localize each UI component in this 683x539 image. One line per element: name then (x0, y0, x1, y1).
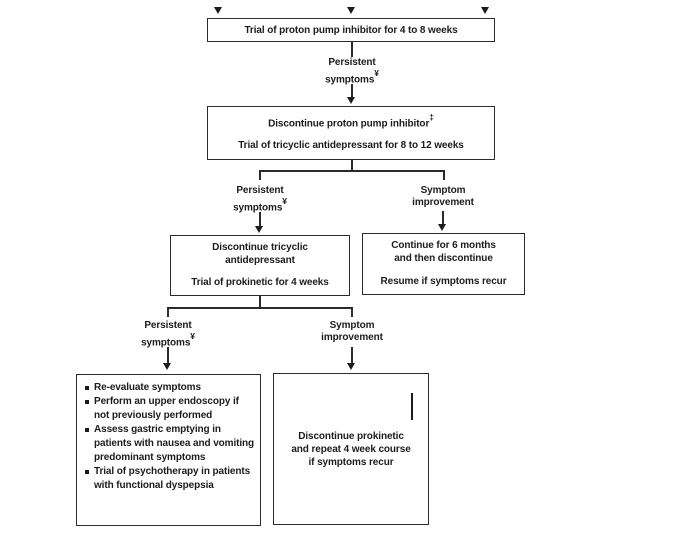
node-discontinue-ppi: Discontinue proton pump inhibitor‡ Trial… (207, 106, 495, 160)
edge-label-text: improvement (412, 197, 474, 208)
edge-label-text: Symptom (420, 185, 466, 196)
node-text: and then discontinue (394, 253, 493, 264)
footnote-marker: ¥ (374, 68, 379, 78)
entry-arrowhead-icon (481, 7, 489, 14)
connector-line (442, 211, 444, 224)
node-text: antidepressant (225, 255, 295, 266)
connector-line (259, 296, 261, 307)
edge-label-text: Persistent (328, 57, 376, 68)
node-text: Trial of tricyclic antidepressant for 8 … (238, 140, 464, 151)
bullet-item: Perform an upper endoscopy if not previo… (84, 395, 256, 423)
edge-label-persistent-3: Persistent symptoms¥ (118, 320, 218, 349)
edge-label-text: Symptom (329, 320, 375, 331)
node-reevaluate: Re-evaluate symptoms Perform an upper en… (76, 374, 261, 526)
node-discontinue-tca: Discontinue tricyclic antidepressant Tri… (170, 235, 350, 296)
footnote-marker: ¥ (190, 331, 195, 341)
connector-line (167, 307, 169, 317)
edge-label-persistent-1: Persistent symptoms¥ (302, 57, 402, 86)
connector-line (351, 347, 353, 363)
node-text: and repeat 4 week course (291, 443, 411, 455)
footnote-marker: ¥ (282, 196, 287, 206)
footnote-marker: ‡ (429, 112, 434, 122)
node-text: if symptoms recur (308, 456, 394, 468)
stray-cursor-mark (411, 393, 413, 420)
entry-arrowhead-icon (347, 7, 355, 14)
edge-label-text: symptoms (233, 202, 283, 214)
node-text: Resume if symptoms recur (380, 276, 507, 287)
down-arrowhead-icon (255, 226, 263, 233)
connector-line (443, 170, 445, 180)
node-text: Discontinue prokinetic (298, 430, 404, 442)
entry-arrowhead-icon (214, 7, 222, 14)
down-arrowhead-icon (438, 224, 446, 231)
node-line: Discontinue tricyclic antidepressant (172, 241, 348, 267)
connector-line (259, 212, 261, 226)
bullet-item: Trial of psychotherapy in patients with … (84, 465, 256, 493)
connector-line (167, 347, 169, 363)
edge-label-text: improvement (321, 332, 383, 343)
node-ppi-trial: Trial of proton pump inhibitor for 4 to … (207, 18, 495, 42)
connector-line (259, 170, 261, 180)
node-ppi-trial-text: Trial of proton pump inhibitor for 4 to … (244, 24, 458, 36)
node-discontinue-prokinetic: Discontinue prokinetic and repeat 4 week… (273, 373, 429, 525)
bullet-item: Re-evaluate symptoms (84, 381, 256, 395)
node-text: Continue for 6 months (391, 240, 496, 251)
node-line: Discontinue proton pump inhibitor‡ (210, 112, 492, 130)
connector-line (351, 307, 353, 317)
down-arrowhead-icon (347, 97, 355, 104)
node-text: Trial of prokinetic for 4 weeks (191, 277, 329, 288)
edge-label-text: symptoms (325, 74, 375, 86)
edge-label-text: symptoms (141, 337, 191, 349)
bullet-list: Re-evaluate symptoms Perform an upper en… (77, 375, 260, 493)
edge-label-text: Persistent (236, 185, 284, 196)
edge-label-persistent-2: Persistent symptoms¥ (210, 185, 310, 214)
node-line: Continue for 6 months and then discontin… (364, 239, 523, 265)
edge-label-text: Persistent (144, 320, 192, 331)
edge-label-improvement-1: Symptom improvement (393, 185, 493, 209)
down-arrowhead-icon (347, 363, 355, 370)
node-text: Discontinue tricyclic (212, 242, 308, 253)
bullet-item: Assess gastric emptying in patients with… (84, 423, 256, 465)
connector-line (351, 42, 353, 57)
down-arrowhead-icon (163, 363, 171, 370)
edge-label-improvement-2: Symptom improvement (302, 320, 402, 344)
branch-rail (259, 170, 445, 172)
connector-line (351, 84, 353, 98)
connector-line (351, 160, 353, 170)
node-text: Discontinue proton pump inhibitor (268, 118, 430, 130)
node-continue-six-months: Continue for 6 months and then discontin… (362, 233, 525, 295)
branch-rail (167, 307, 353, 309)
